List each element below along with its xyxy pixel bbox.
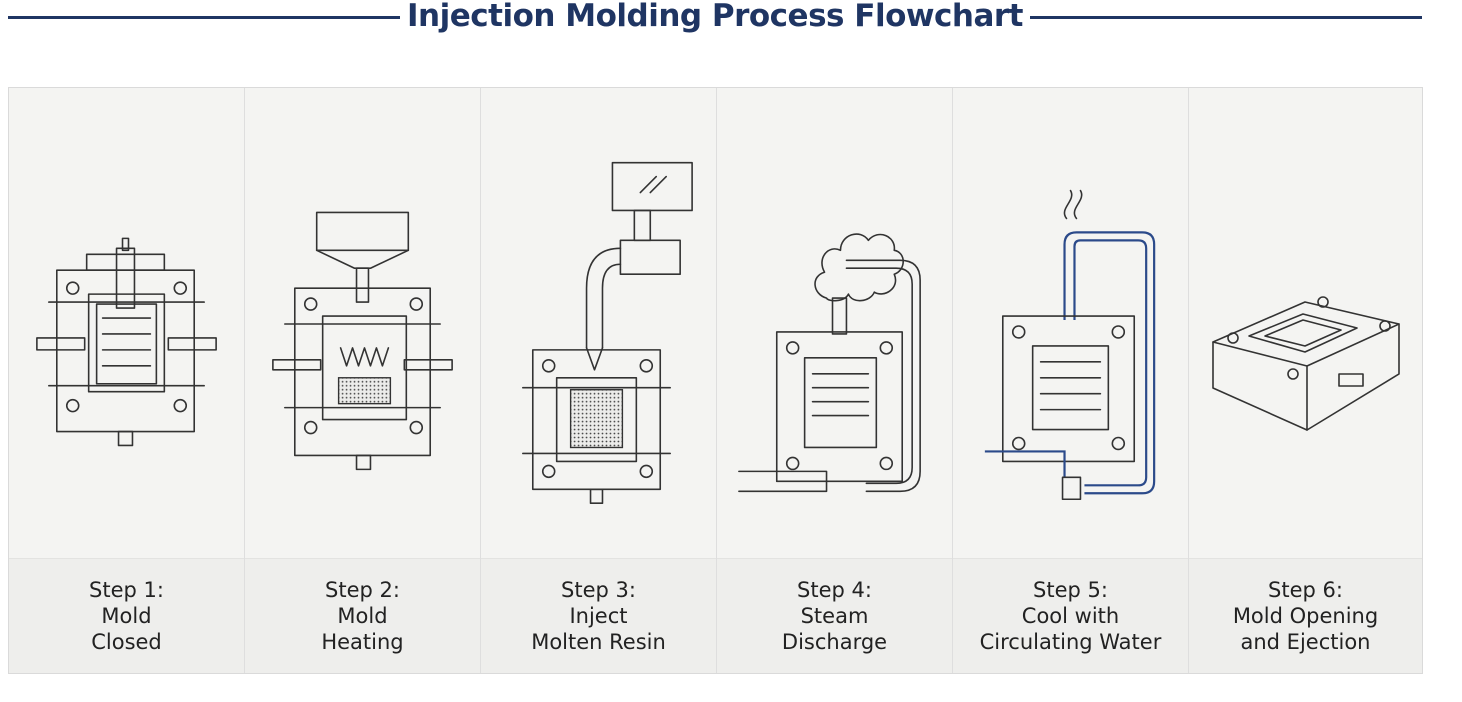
- mold-ejection-icon: [1212, 296, 1400, 431]
- step-panel-1: Step 1: Mold Closed: [9, 88, 245, 673]
- step-label-line-2: Closed: [91, 630, 162, 654]
- step-panel-3: Step 3: Inject Molten Resin: [481, 88, 717, 673]
- step-label-line-2: Molten Resin: [531, 630, 666, 654]
- step-label-line-1: Mold: [337, 604, 388, 628]
- step-number: Step 1:: [89, 578, 164, 602]
- title-rule-left: [8, 16, 400, 19]
- inject-resin-icon: [522, 161, 693, 505]
- step-caption-5: Step 5: Cool with Circulating Water: [953, 558, 1188, 673]
- step-caption-1: Step 1: Mold Closed: [9, 558, 244, 673]
- step-label-line-1: Mold: [101, 604, 152, 628]
- step-label-line-1: Steam: [800, 604, 869, 628]
- step-caption-4: Step 4: Steam Discharge: [717, 558, 952, 673]
- step-label-line-2: Circulating Water: [979, 630, 1162, 654]
- title-rule-right: [1030, 16, 1422, 19]
- steam-discharge-icon: [738, 233, 921, 493]
- mold-heating-icon: [272, 211, 453, 471]
- step-panel-4: Step 4: Steam Discharge: [717, 88, 953, 673]
- step-label-line-2: and Ejection: [1240, 630, 1371, 654]
- mold-closed-icon: [36, 237, 217, 447]
- step-label-line-1: Mold Opening: [1232, 604, 1379, 628]
- step-label-line-1: Cool with: [1021, 604, 1120, 628]
- step-label-line-2: Discharge: [781, 630, 888, 654]
- step-number: Step 2:: [325, 578, 400, 602]
- step-label-line-1: Inject: [569, 604, 628, 628]
- step-panel-5: Step 5: Cool with Circulating Water: [953, 88, 1189, 673]
- title-row: Injection Molding Process Flowchart: [0, 0, 1462, 40]
- page-title: Injection Molding Process Flowchart: [407, 0, 1024, 34]
- cooling-water-icon: [984, 189, 1156, 501]
- flowchart-grid: Step 1: Mold Closed Step 2: Mold Heating: [8, 87, 1423, 674]
- step-caption-3: Step 3: Inject Molten Resin: [481, 558, 716, 673]
- step-number: Step 5:: [1033, 578, 1108, 602]
- step-caption-2: Step 2: Mold Heating: [245, 558, 480, 673]
- step-number: Step 6:: [1268, 578, 1343, 602]
- step-caption-6: Step 6: Mold Opening and Ejection: [1189, 558, 1422, 673]
- step-label-line-2: Heating: [321, 630, 404, 654]
- step-panel-6: Step 6: Mold Opening and Ejection: [1189, 88, 1422, 673]
- step-number: Step 4:: [797, 578, 872, 602]
- step-panel-2: Step 2: Mold Heating: [245, 88, 481, 673]
- step-number: Step 3:: [561, 578, 636, 602]
